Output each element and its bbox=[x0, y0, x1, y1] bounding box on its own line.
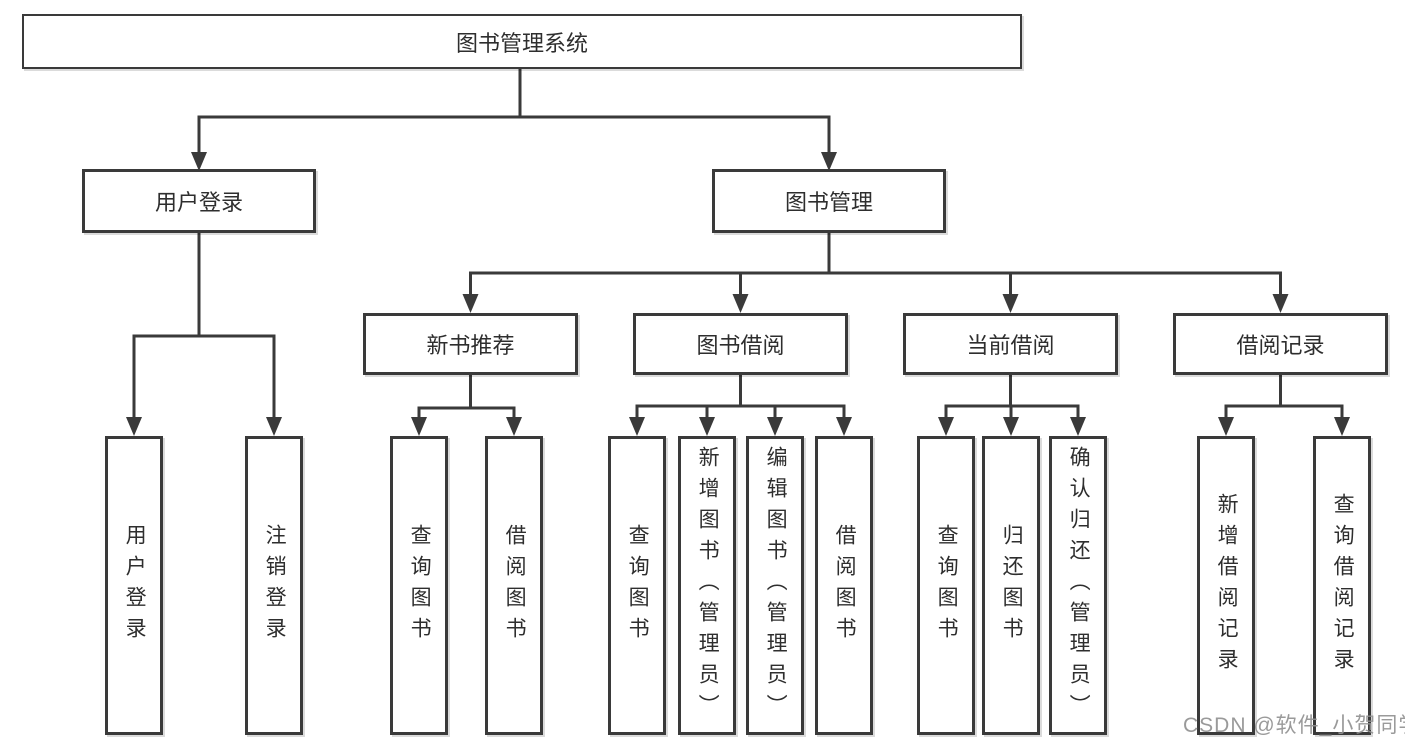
leaf-edit-books-admin-label: 编辑图书（管理员） bbox=[764, 446, 788, 725]
arrow-icon bbox=[629, 417, 645, 436]
node-book-borrowing-label: 图书借阅 bbox=[696, 333, 785, 358]
connector-user-login-to-children bbox=[132, 233, 276, 419]
leaf-borrow-books-borrowing-label: 借阅图书 bbox=[833, 523, 857, 648]
connector-book-management-to-level3 bbox=[469, 233, 1282, 296]
node-root-label: 图书管理系统 bbox=[455, 30, 588, 56]
arrow-icon bbox=[191, 152, 207, 171]
node-current-borrowing: 当前借阅 bbox=[903, 313, 1118, 375]
node-book-management-label: 图书管理 bbox=[784, 190, 873, 215]
leaf-borrow-books-recommend: 借阅图书 bbox=[485, 436, 543, 735]
arrow-icon bbox=[126, 417, 142, 436]
node-current-borrowing-label: 当前借阅 bbox=[966, 333, 1055, 358]
leaf-confirm-return-admin: 确认归还（管理员） bbox=[1049, 436, 1107, 735]
node-root: 图书管理系统 bbox=[22, 14, 1022, 69]
leaf-query-books-borrowing: 查询图书 bbox=[608, 436, 666, 735]
leaf-add-books-admin: 新增图书（管理员） bbox=[678, 436, 736, 735]
leaf-query-books-recommend: 查询图书 bbox=[390, 436, 448, 735]
node-borrowing-records-label: 借阅记录 bbox=[1236, 333, 1325, 358]
node-book-borrowing: 图书借阅 bbox=[633, 313, 848, 375]
arrow-icon bbox=[836, 417, 852, 436]
leaf-user-login: 用户登录 bbox=[105, 436, 163, 735]
arrow-icon bbox=[938, 417, 954, 436]
arrow-icon bbox=[266, 417, 282, 436]
leaf-logout-label: 注销登录 bbox=[263, 523, 287, 648]
node-user-login-label: 用户登录 bbox=[154, 190, 243, 215]
leaf-add-borrow-record: 新增借阅记录 bbox=[1197, 436, 1255, 735]
arrowheads bbox=[126, 152, 1350, 436]
arrow-icon bbox=[1002, 294, 1019, 313]
node-user-login: 用户登录 bbox=[82, 169, 316, 233]
arrow-icon bbox=[1003, 417, 1019, 436]
arrow-icon bbox=[411, 417, 427, 436]
leaf-return-books: 归还图书 bbox=[982, 436, 1040, 735]
leaf-borrow-books-recommend-label: 借阅图书 bbox=[503, 523, 527, 648]
arrow-icon bbox=[1272, 294, 1289, 313]
arrow-icon bbox=[506, 417, 522, 436]
arrow-icon bbox=[699, 417, 715, 436]
arrow-icon bbox=[732, 294, 749, 313]
leaf-query-borrow-record-label: 查询借阅记录 bbox=[1331, 492, 1355, 679]
leaf-add-borrow-record-label: 新增借阅记录 bbox=[1215, 492, 1239, 679]
leaf-query-books-current-label: 查询图书 bbox=[935, 523, 959, 648]
arrow-icon bbox=[1218, 417, 1234, 436]
node-new-book-recommend-label: 新书推荐 bbox=[426, 333, 515, 358]
connector-borrowing-records-to-children bbox=[1224, 375, 1344, 419]
leaf-add-books-admin-label: 新增图书（管理员） bbox=[696, 446, 720, 725]
connector-new-book-recommend-to-children bbox=[417, 375, 516, 419]
leaf-query-books-current: 查询图书 bbox=[917, 436, 975, 735]
arrow-icon bbox=[462, 294, 479, 313]
arrow-icon bbox=[1070, 417, 1086, 436]
arrow-icon bbox=[821, 152, 837, 171]
node-borrowing-records: 借阅记录 bbox=[1173, 313, 1388, 375]
arrow-icon bbox=[767, 417, 783, 436]
leaf-logout: 注销登录 bbox=[245, 436, 303, 735]
leaf-query-books-borrowing-label: 查询图书 bbox=[626, 523, 650, 648]
leaf-user-login-label: 用户登录 bbox=[123, 523, 147, 648]
leaf-borrow-books-borrowing: 借阅图书 bbox=[815, 436, 873, 735]
node-book-management: 图书管理 bbox=[712, 169, 946, 233]
csdn-watermark: CSDN @软件_小贺同学 bbox=[1183, 714, 1405, 737]
connector-root-to-level2 bbox=[197, 68, 831, 154]
connector-book-borrowing-to-children bbox=[635, 375, 846, 419]
leaf-return-books-label: 归还图书 bbox=[1000, 523, 1024, 648]
leaf-confirm-return-admin-label: 确认归还（管理员） bbox=[1067, 446, 1091, 725]
arrow-icon bbox=[1334, 417, 1350, 436]
leaf-query-books-recommend-label: 查询图书 bbox=[408, 523, 432, 648]
node-new-book-recommend: 新书推荐 bbox=[363, 313, 578, 375]
leaf-query-borrow-record: 查询借阅记录 bbox=[1313, 436, 1371, 735]
connector-current-borrowing-to-children bbox=[944, 375, 1080, 419]
leaf-edit-books-admin: 编辑图书（管理员） bbox=[746, 436, 804, 735]
